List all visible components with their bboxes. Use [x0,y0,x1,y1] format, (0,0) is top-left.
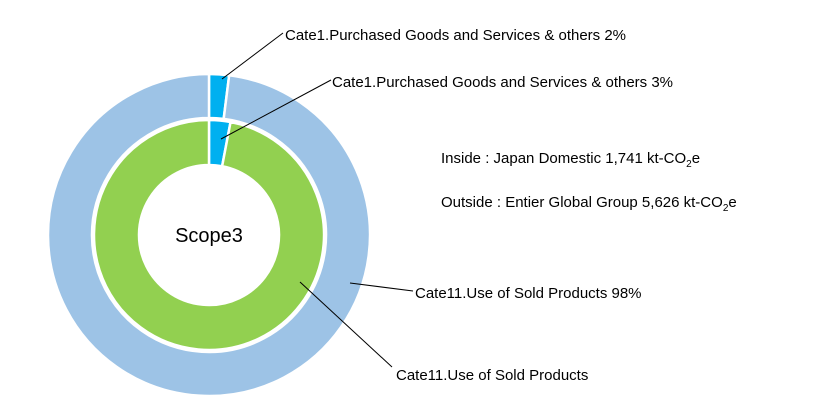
outside-note: Outside : Entier Global Group 5,626 kt-C… [441,194,737,214]
leader-line-outer-cate11 [349,282,414,292]
leader-line-outer-cate1 [221,32,284,80]
label-outer-cate11: Cate11.Use of Sold Products 98% [415,285,642,302]
inside-ring-slice-1 [92,118,326,352]
label-inner-cate1: Cate1.Purchased Goods and Services & oth… [332,74,673,91]
leader-line-inner-cate11 [299,281,393,368]
label-outer-cate1: Cate1.Purchased Goods and Services & oth… [285,27,626,44]
center-label: Scope3 [175,225,243,247]
label-inner-cate11: Cate11.Use of Sold Products [396,367,588,384]
outside-ring-slice-1 [46,72,372,398]
leader-line-inner-cate1 [220,79,332,140]
inside-note: Inside : Japan Domestic 1,741 kt-CO2e [441,150,700,170]
